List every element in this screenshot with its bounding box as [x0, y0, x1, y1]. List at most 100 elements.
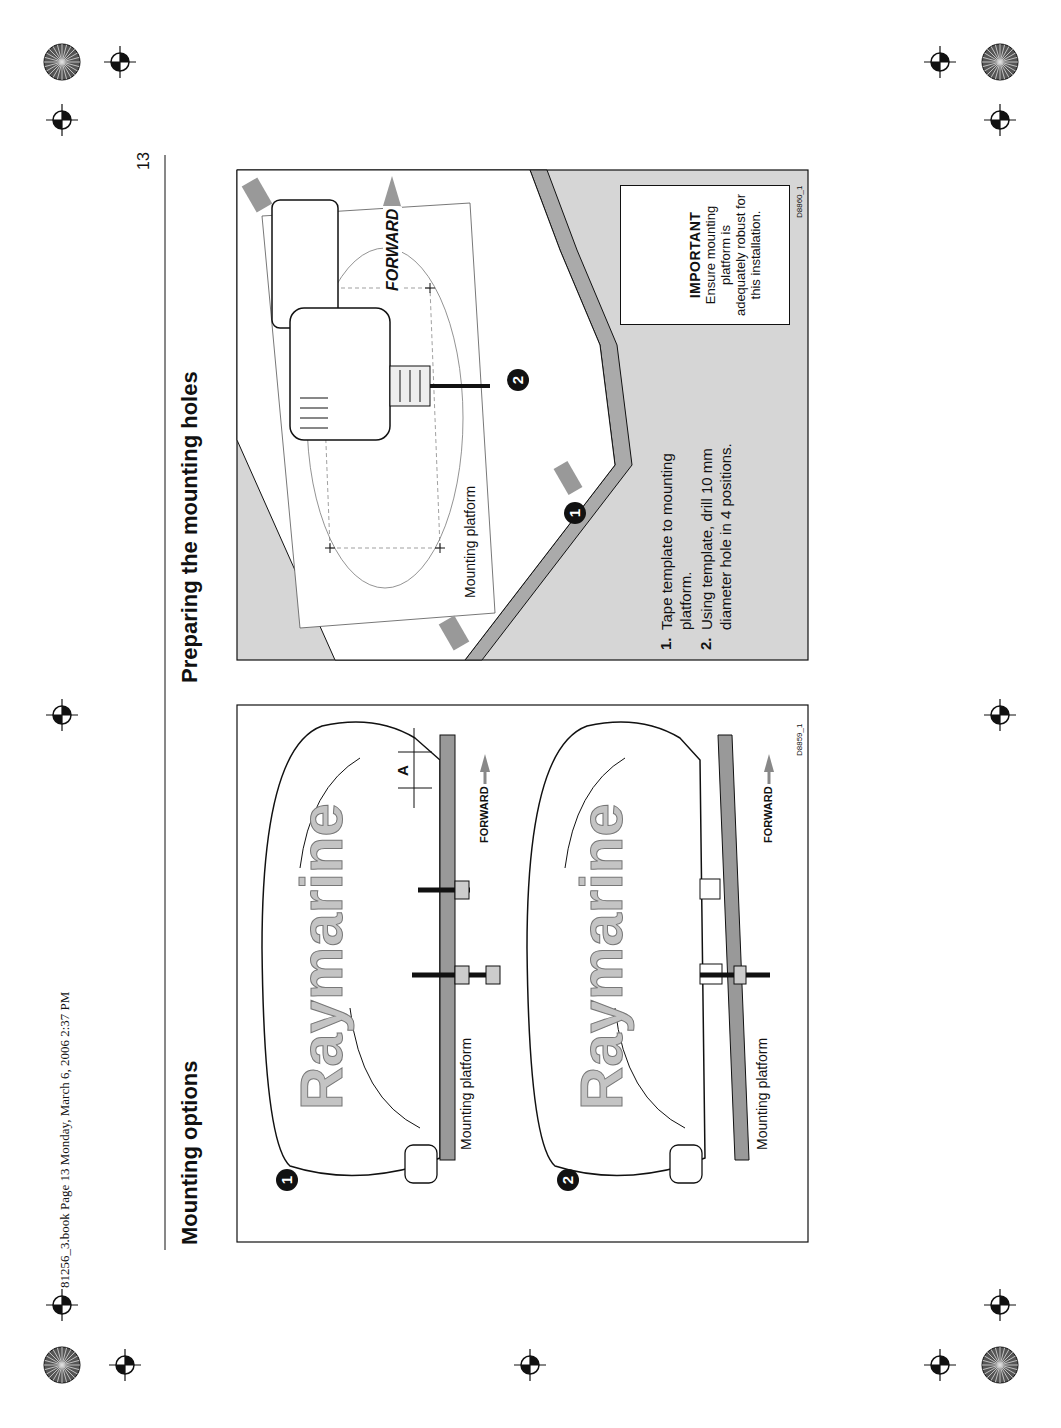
drawing-part — [1000, 57, 1017, 62]
drawing-part — [982, 44, 1018, 80]
drawing-part — [1000, 62, 1009, 78]
section-heading: Preparing the mounting holes — [177, 371, 203, 683]
drawing-part — [734, 966, 746, 984]
drawing-part — [390, 366, 430, 406]
drawing-part — [45, 1365, 62, 1370]
drawing-part — [991, 46, 1000, 62]
mounting-platform-slab — [237, 170, 632, 660]
drawing-part — [1000, 53, 1016, 62]
part-label: Mounting platform — [462, 484, 479, 600]
warning-box: IMPORTANTEnsure mounting platform is ade… — [620, 185, 790, 325]
drawing-part — [53, 1296, 71, 1314]
drawing-part — [991, 1349, 1000, 1365]
template — [262, 176, 495, 628]
drawing-part — [46, 62, 62, 71]
drawing-part — [62, 1365, 67, 1382]
drawing-part — [405, 1145, 437, 1183]
drawing-part — [383, 176, 401, 206]
drawing-part — [45, 62, 62, 67]
callout-number: 2 — [507, 369, 529, 391]
registration-crosshair — [109, 1349, 141, 1381]
drawing-part — [53, 1296, 71, 1314]
step-text: Using template, drill 10 mm diameter hol… — [697, 405, 735, 630]
registration-crosshair — [924, 46, 956, 78]
drawing-part — [1000, 62, 1005, 79]
drawing-part — [700, 879, 720, 899]
drawing-part — [53, 1349, 62, 1365]
drawing-part — [764, 754, 774, 772]
drawing-part — [44, 44, 80, 80]
drawing-part — [984, 1289, 1016, 1321]
dimension-label: A — [394, 765, 412, 776]
brand-logo: Raymarine — [566, 803, 638, 1110]
drawing-part — [53, 111, 71, 129]
part-label: Mounting platform — [458, 1038, 475, 1150]
drawing-part — [486, 966, 500, 984]
drawing-part — [440, 735, 455, 1160]
drawing-part — [984, 699, 1016, 731]
drawing-part — [670, 1145, 702, 1183]
drawing-part — [330, 548, 440, 549]
drawing-part — [1000, 1356, 1016, 1365]
drawing-part — [62, 62, 67, 79]
drawing-part — [931, 1356, 949, 1374]
drawing-part — [718, 735, 749, 1160]
tape-pieces — [242, 178, 583, 651]
warning-text: Ensure mounting platform is adequately r… — [703, 186, 763, 324]
drawing-part — [983, 1365, 1000, 1370]
drawing-part — [521, 1356, 539, 1374]
section-heading: Mounting options — [177, 1061, 203, 1246]
drawing-part — [53, 46, 62, 62]
drawing-part — [430, 288, 440, 548]
drawing-part — [931, 53, 949, 71]
direction-label: FORWARD — [478, 786, 491, 843]
drawing-part — [62, 1356, 78, 1365]
drawing-part — [984, 62, 1000, 71]
drawing-part — [350, 1008, 420, 1128]
callout-number: 1 — [276, 1169, 298, 1191]
drawing-part — [57, 1348, 62, 1365]
drawing-part — [290, 308, 390, 440]
step-number: 2. — [697, 637, 715, 650]
drawing-part — [514, 1349, 546, 1381]
drill — [272, 200, 490, 440]
drawing-part — [991, 111, 1009, 129]
drawing-part — [104, 46, 136, 78]
drawing-part — [300, 398, 328, 428]
registration-sunburst — [982, 44, 1018, 80]
drawing-part — [984, 1365, 1000, 1374]
drawing-part — [57, 45, 62, 62]
page-number: 13 — [134, 152, 153, 170]
drawing-part — [262, 722, 440, 1176]
drawing-part — [1000, 1365, 1005, 1382]
drawing-part — [991, 1296, 1009, 1314]
drawing-part — [995, 1348, 1000, 1365]
drawing-part — [554, 461, 583, 495]
header-rule — [165, 155, 166, 1250]
radome-figure-2 — [527, 722, 774, 1183]
drawing-part — [455, 881, 469, 899]
panel-frame — [237, 705, 808, 1242]
drawing-part — [931, 1356, 949, 1374]
drawing-part — [46, 104, 78, 136]
drawing-part — [62, 57, 79, 62]
registration-crosshair — [46, 104, 78, 136]
drawing-part — [1000, 1360, 1017, 1365]
drawing-part — [768, 771, 771, 784]
drawing-part — [991, 706, 1009, 724]
drawing-part — [430, 384, 490, 388]
drawing-part — [116, 1356, 134, 1374]
drawing-part — [983, 62, 1000, 67]
registration-sunburst — [44, 44, 80, 80]
drawing-part — [53, 706, 71, 724]
brand-logo: Raymarine — [286, 803, 358, 1110]
panel-frame — [237, 170, 808, 660]
drawing-part — [111, 53, 129, 71]
registration-crosshair — [984, 1289, 1016, 1321]
drawing-part — [111, 53, 129, 71]
drawing-part — [46, 1289, 78, 1321]
drawing-part — [46, 699, 78, 731]
drawing-part — [521, 1356, 539, 1374]
